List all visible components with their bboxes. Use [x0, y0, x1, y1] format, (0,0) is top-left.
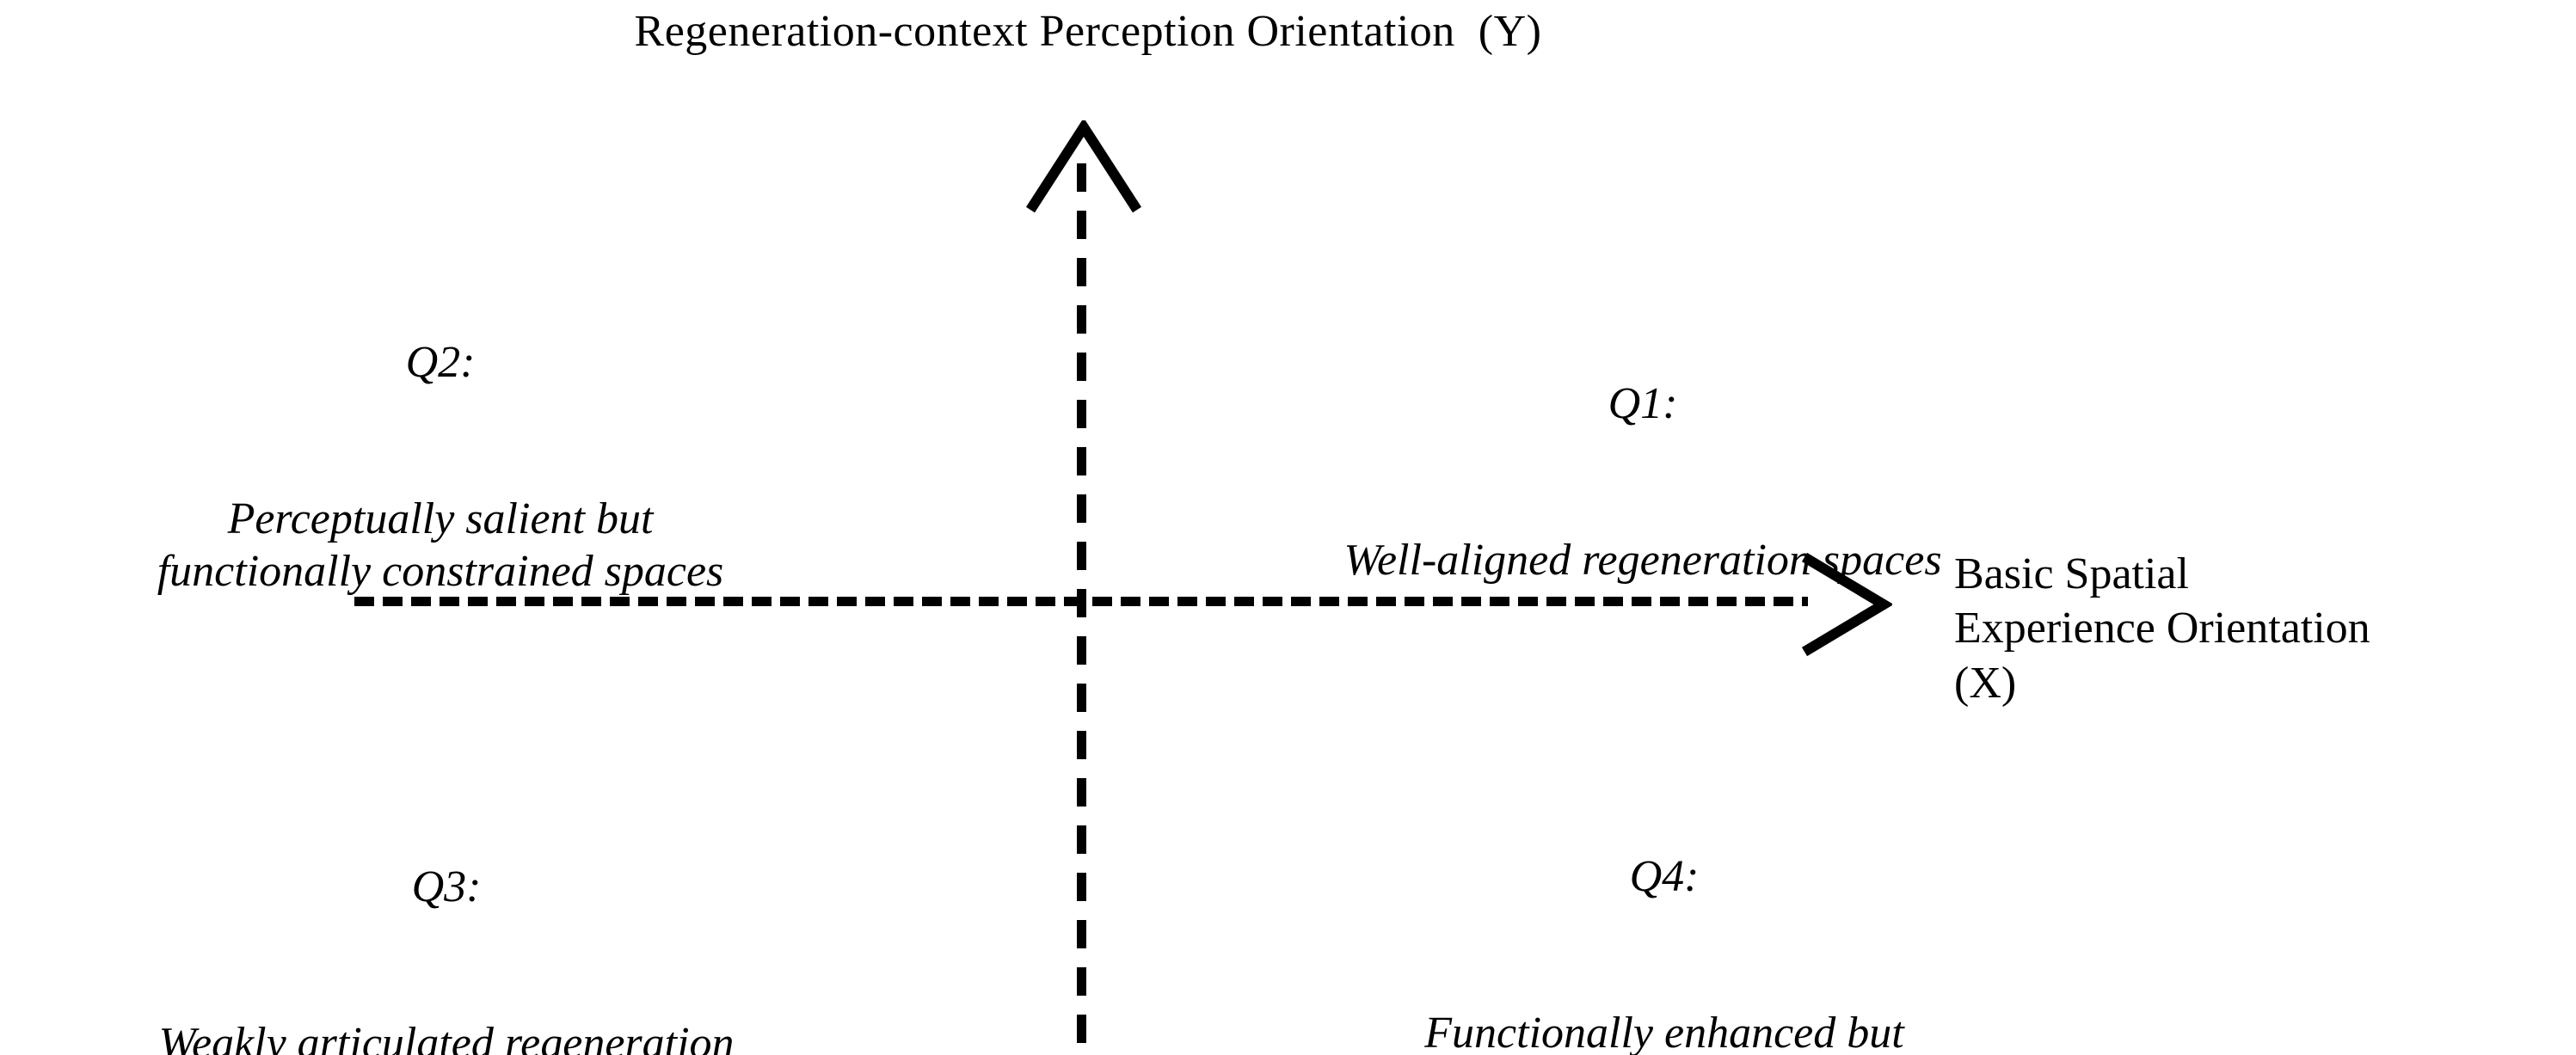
y-axis-title: Regeneration-context Perception Orientat… [634, 7, 1542, 56]
y-axis-dashed-line [1077, 163, 1086, 1055]
up-chevron-arrow-icon [1025, 117, 1142, 215]
x-axis-dashed-line [354, 597, 1808, 606]
quadrant-label-q3: Q3: Weakly articulated regeneration spac… [0, 757, 895, 1055]
right-chevron-arrow-icon [1798, 550, 1894, 659]
quadrant-q2-id: Q2: [405, 337, 476, 387]
quadrant-label-q1: Q1: Well-aligned regeneration spaces [1178, 273, 2133, 692]
quadrant-q3-description: Weakly articulated regeneration spaces [158, 1019, 735, 1055]
quadrant-q4-description: Functionally enhanced but affectively di… [1424, 1009, 1904, 1055]
quadrant-q1-id: Q1: [1608, 378, 1678, 428]
quadrant-q4-id: Q4: [1629, 851, 1700, 901]
x-axis-title: Basic Spatial Experience Orientation (X) [1954, 549, 2370, 708]
quadrant-q2-description: Perceptually salient but functionally co… [157, 494, 724, 596]
quadrant-q1-description: Well-aligned regeneration spaces [1343, 536, 1942, 586]
quadrant-label-q4: Q4: Functionally enhanced but affectivel… [1187, 746, 2150, 1055]
quadrant-q3-id: Q3: [411, 862, 482, 911]
quadrant-label-q2: Q2: Perceptually salient but functionall… [0, 232, 886, 702]
